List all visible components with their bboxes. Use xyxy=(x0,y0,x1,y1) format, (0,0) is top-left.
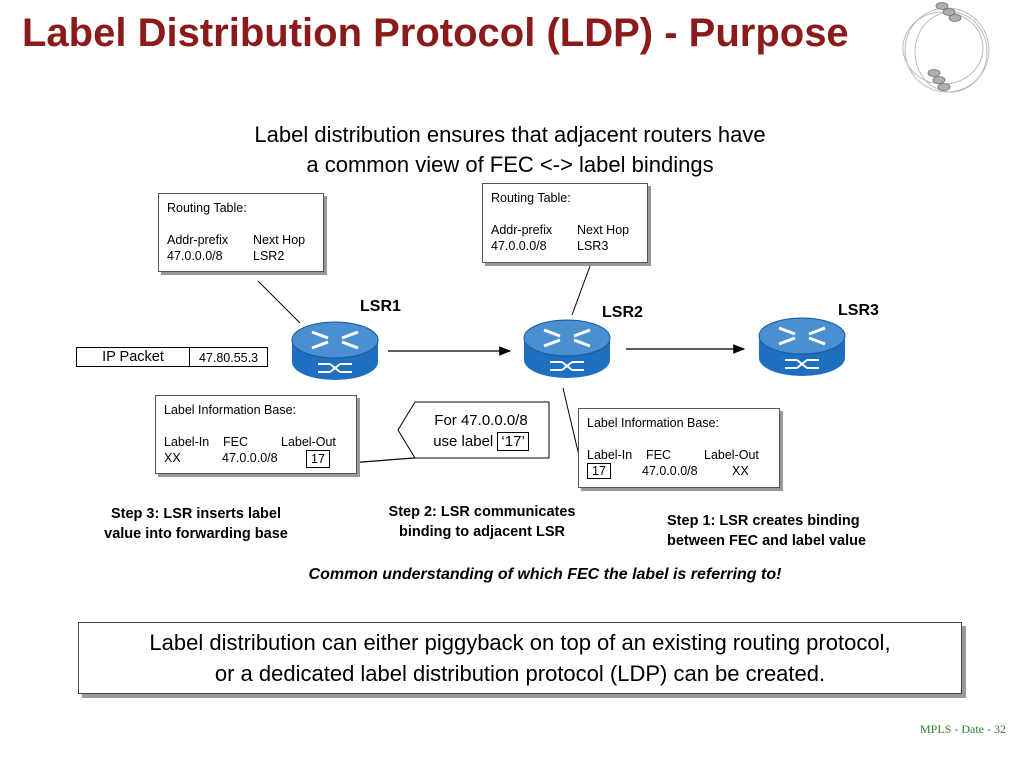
routing-table-lsr1: Routing Table: Addr-prefix Next Hop 47.0… xyxy=(158,193,324,272)
bubble-line-2-prefix: use label xyxy=(433,433,498,450)
routing-prefix-value: 47.0.0.0/8 xyxy=(167,249,223,263)
step-1-text: Step 1: LSR creates binding between FEC … xyxy=(667,511,917,551)
rt1-connector xyxy=(257,280,301,324)
routing-table-lsr2: Routing Table: Addr-prefix Next Hop 47.0… xyxy=(482,183,648,263)
lib-col-out: Label-Out xyxy=(281,435,336,449)
lib-out-value: 17 xyxy=(306,450,330,468)
lib-col-out: Label-Out xyxy=(704,448,759,462)
routing-col-hop: Next Hop xyxy=(253,233,306,247)
lib-in-value: 17 xyxy=(587,463,611,479)
lib-col-in: Label-In xyxy=(587,448,633,462)
routing-prefix-value: 47.0.0.0/8 xyxy=(491,239,547,253)
router-lsr3-label: LSR3 xyxy=(838,302,879,319)
routing-col-prefix: Addr-prefix xyxy=(491,223,553,237)
lib-header: Label Information Base: xyxy=(164,403,297,417)
lib2-connector xyxy=(562,387,581,461)
lib-col-in: Label-In xyxy=(164,435,210,449)
bubble-line-2: use label ‘17’ xyxy=(415,431,547,452)
lib-header: Label Information Base: xyxy=(587,416,720,430)
label-bubble-shape xyxy=(397,401,550,459)
label-bubble: For 47.0.0.0/8 use label ‘17’ xyxy=(415,410,547,452)
lib-fec-value: 47.0.0.0/8 xyxy=(222,451,278,465)
router-lsr2-icon xyxy=(523,319,611,378)
ip-packet: IP Packet 47.80.55.3 xyxy=(76,347,268,367)
lib-out-value: XX xyxy=(732,464,749,478)
step-3-text: Step 3: LSR inserts label value into for… xyxy=(80,504,312,544)
lib-table-lsr2: Label Information Base: Label-In FEC Lab… xyxy=(578,408,780,488)
subtitle: Label distribution ensures that adjacent… xyxy=(180,120,840,180)
routing-col-prefix: Addr-prefix xyxy=(167,233,229,247)
rt2-connector xyxy=(571,265,591,316)
subtitle-line-2: a common view of FEC <-> label bindings xyxy=(306,152,714,177)
common-understanding-note: Common understanding of which FEC the la… xyxy=(308,566,782,583)
routing-table-header: Routing Table: xyxy=(167,201,247,215)
lib-in-value: XX xyxy=(164,451,181,465)
slide-footer: MPLS - Date - 32 xyxy=(920,722,1006,736)
page-title: Label Distribution Protocol (LDP) - Purp… xyxy=(22,11,849,55)
lib-table-lsr1: Label Information Base: Label-In FEC Lab… xyxy=(155,395,357,474)
step-1-line-1: Step 1: LSR creates binding xyxy=(667,513,860,529)
lib-fec-value: 47.0.0.0/8 xyxy=(642,464,698,478)
router-lsr1-icon xyxy=(291,321,379,380)
step-3-line-1: Step 3: LSR inserts label xyxy=(110,506,282,522)
lib-col-fec: FEC xyxy=(223,435,248,449)
step-2-line-1: Step 2: LSR communicates xyxy=(388,504,576,520)
routing-col-hop: Next Hop xyxy=(577,223,630,237)
summary-box: Label distribution can either piggyback … xyxy=(78,622,962,694)
summary-line-1: Label distribution can either piggyback … xyxy=(149,630,891,655)
logo-icon xyxy=(902,2,990,93)
ip-packet-label: IP Packet xyxy=(77,348,190,366)
step-1-line-2: between FEC and label value xyxy=(667,533,867,549)
routing-hop-value: LSR2 xyxy=(253,249,285,263)
router-lsr2-label: LSR2 xyxy=(602,304,643,321)
router-lsr3-icon xyxy=(758,317,846,376)
step-2-text: Step 2: LSR communicates binding to adja… xyxy=(362,502,602,542)
routing-table-header: Routing Table: xyxy=(491,191,571,205)
bubble-line-1: For 47.0.0.0/8 xyxy=(434,412,528,429)
router-lsr1-label: LSR1 xyxy=(360,298,401,315)
step-2-line-2: binding to adjacent LSR xyxy=(399,524,565,540)
ip-packet-address: 47.80.55.3 xyxy=(198,351,259,365)
step-3-line-2: value into forwarding base xyxy=(104,526,288,542)
routing-hop-value: LSR3 xyxy=(577,239,609,253)
lib-col-fec: FEC xyxy=(646,448,671,462)
bubble-label-value: ‘17’ xyxy=(497,432,529,451)
subtitle-line-1: Label distribution ensures that adjacent… xyxy=(254,122,766,147)
summary-line-2: or a dedicated label distribution protoc… xyxy=(214,661,826,686)
